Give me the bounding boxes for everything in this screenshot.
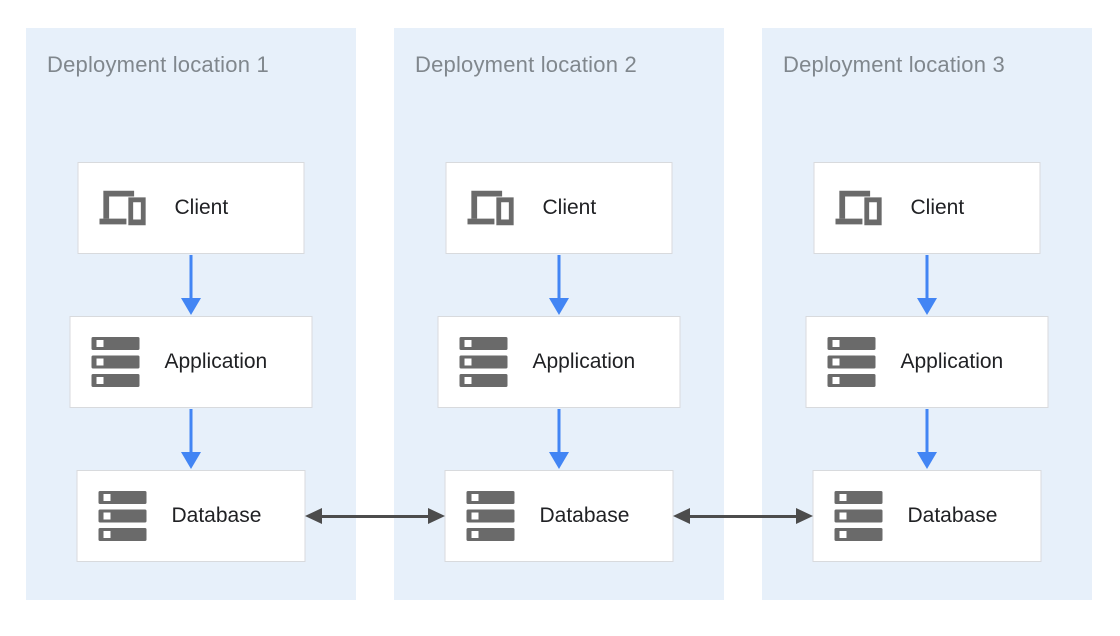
deployment-location-3-panel: Deployment location 3 Client Application… [762,28,1092,600]
database-node: Database [444,470,674,562]
node-label: Application [164,350,268,373]
devices-icon [835,186,886,230]
arrow-application-to-database [548,409,570,469]
arrow-down-head [917,298,937,315]
client-node: Client [445,162,673,254]
node-label: Client [542,196,597,219]
arrow-down-head [917,452,937,469]
node-label: Client [174,196,229,219]
arrow-right-head [428,508,445,524]
arrow-application-to-database [180,409,202,469]
arrow-client-to-application [180,255,202,315]
application-node: Application [69,316,313,408]
application-node: Application [437,316,681,408]
server-stack-icon [98,491,147,541]
arrow-down-head [549,298,569,315]
panel-title: Deployment location 1 [47,52,269,77]
devices-icon [99,186,150,230]
arrow-shaft [557,255,561,300]
devices-icon [467,186,518,230]
node-label: Application [532,350,636,373]
arrow-shaft [557,409,561,454]
database-node: Database [812,470,1042,562]
arrow-shaft [189,255,193,300]
arrow-database2-database3-bidirectional [673,508,813,524]
arrow-client-to-application [548,255,570,315]
node-label: Client [910,196,965,219]
arrow-right-head [796,508,813,524]
client-node: Client [77,162,305,254]
arrow-down-head [181,452,201,469]
arrow-down-head [549,452,569,469]
server-stack-icon [91,337,140,387]
arrow-shaft [686,514,800,518]
arrow-left-head [673,508,690,524]
server-stack-icon [834,491,883,541]
node-label: Database [907,504,998,527]
arrow-client-to-application [916,255,938,315]
arrow-database1-database2-bidirectional [305,508,445,524]
node-label: Database [171,504,262,527]
arrow-application-to-database [916,409,938,469]
server-stack-icon [827,337,876,387]
node-label: Database [539,504,630,527]
panel-title: Deployment location 2 [415,52,637,77]
client-node: Client [813,162,1041,254]
deployment-location-2-panel: Deployment location 2 Client Application… [394,28,724,600]
server-stack-icon [459,337,508,387]
node-label: Application [900,350,1004,373]
deployment-location-1-panel: Deployment location 1 Client Application… [26,28,356,600]
arrow-shaft [318,514,432,518]
arrow-shaft [925,255,929,300]
application-node: Application [805,316,1049,408]
server-stack-icon [466,491,515,541]
arrow-down-head [181,298,201,315]
arrow-left-head [305,508,322,524]
arrow-shaft [925,409,929,454]
database-node: Database [76,470,306,562]
arrow-shaft [189,409,193,454]
panel-title: Deployment location 3 [783,52,1005,77]
